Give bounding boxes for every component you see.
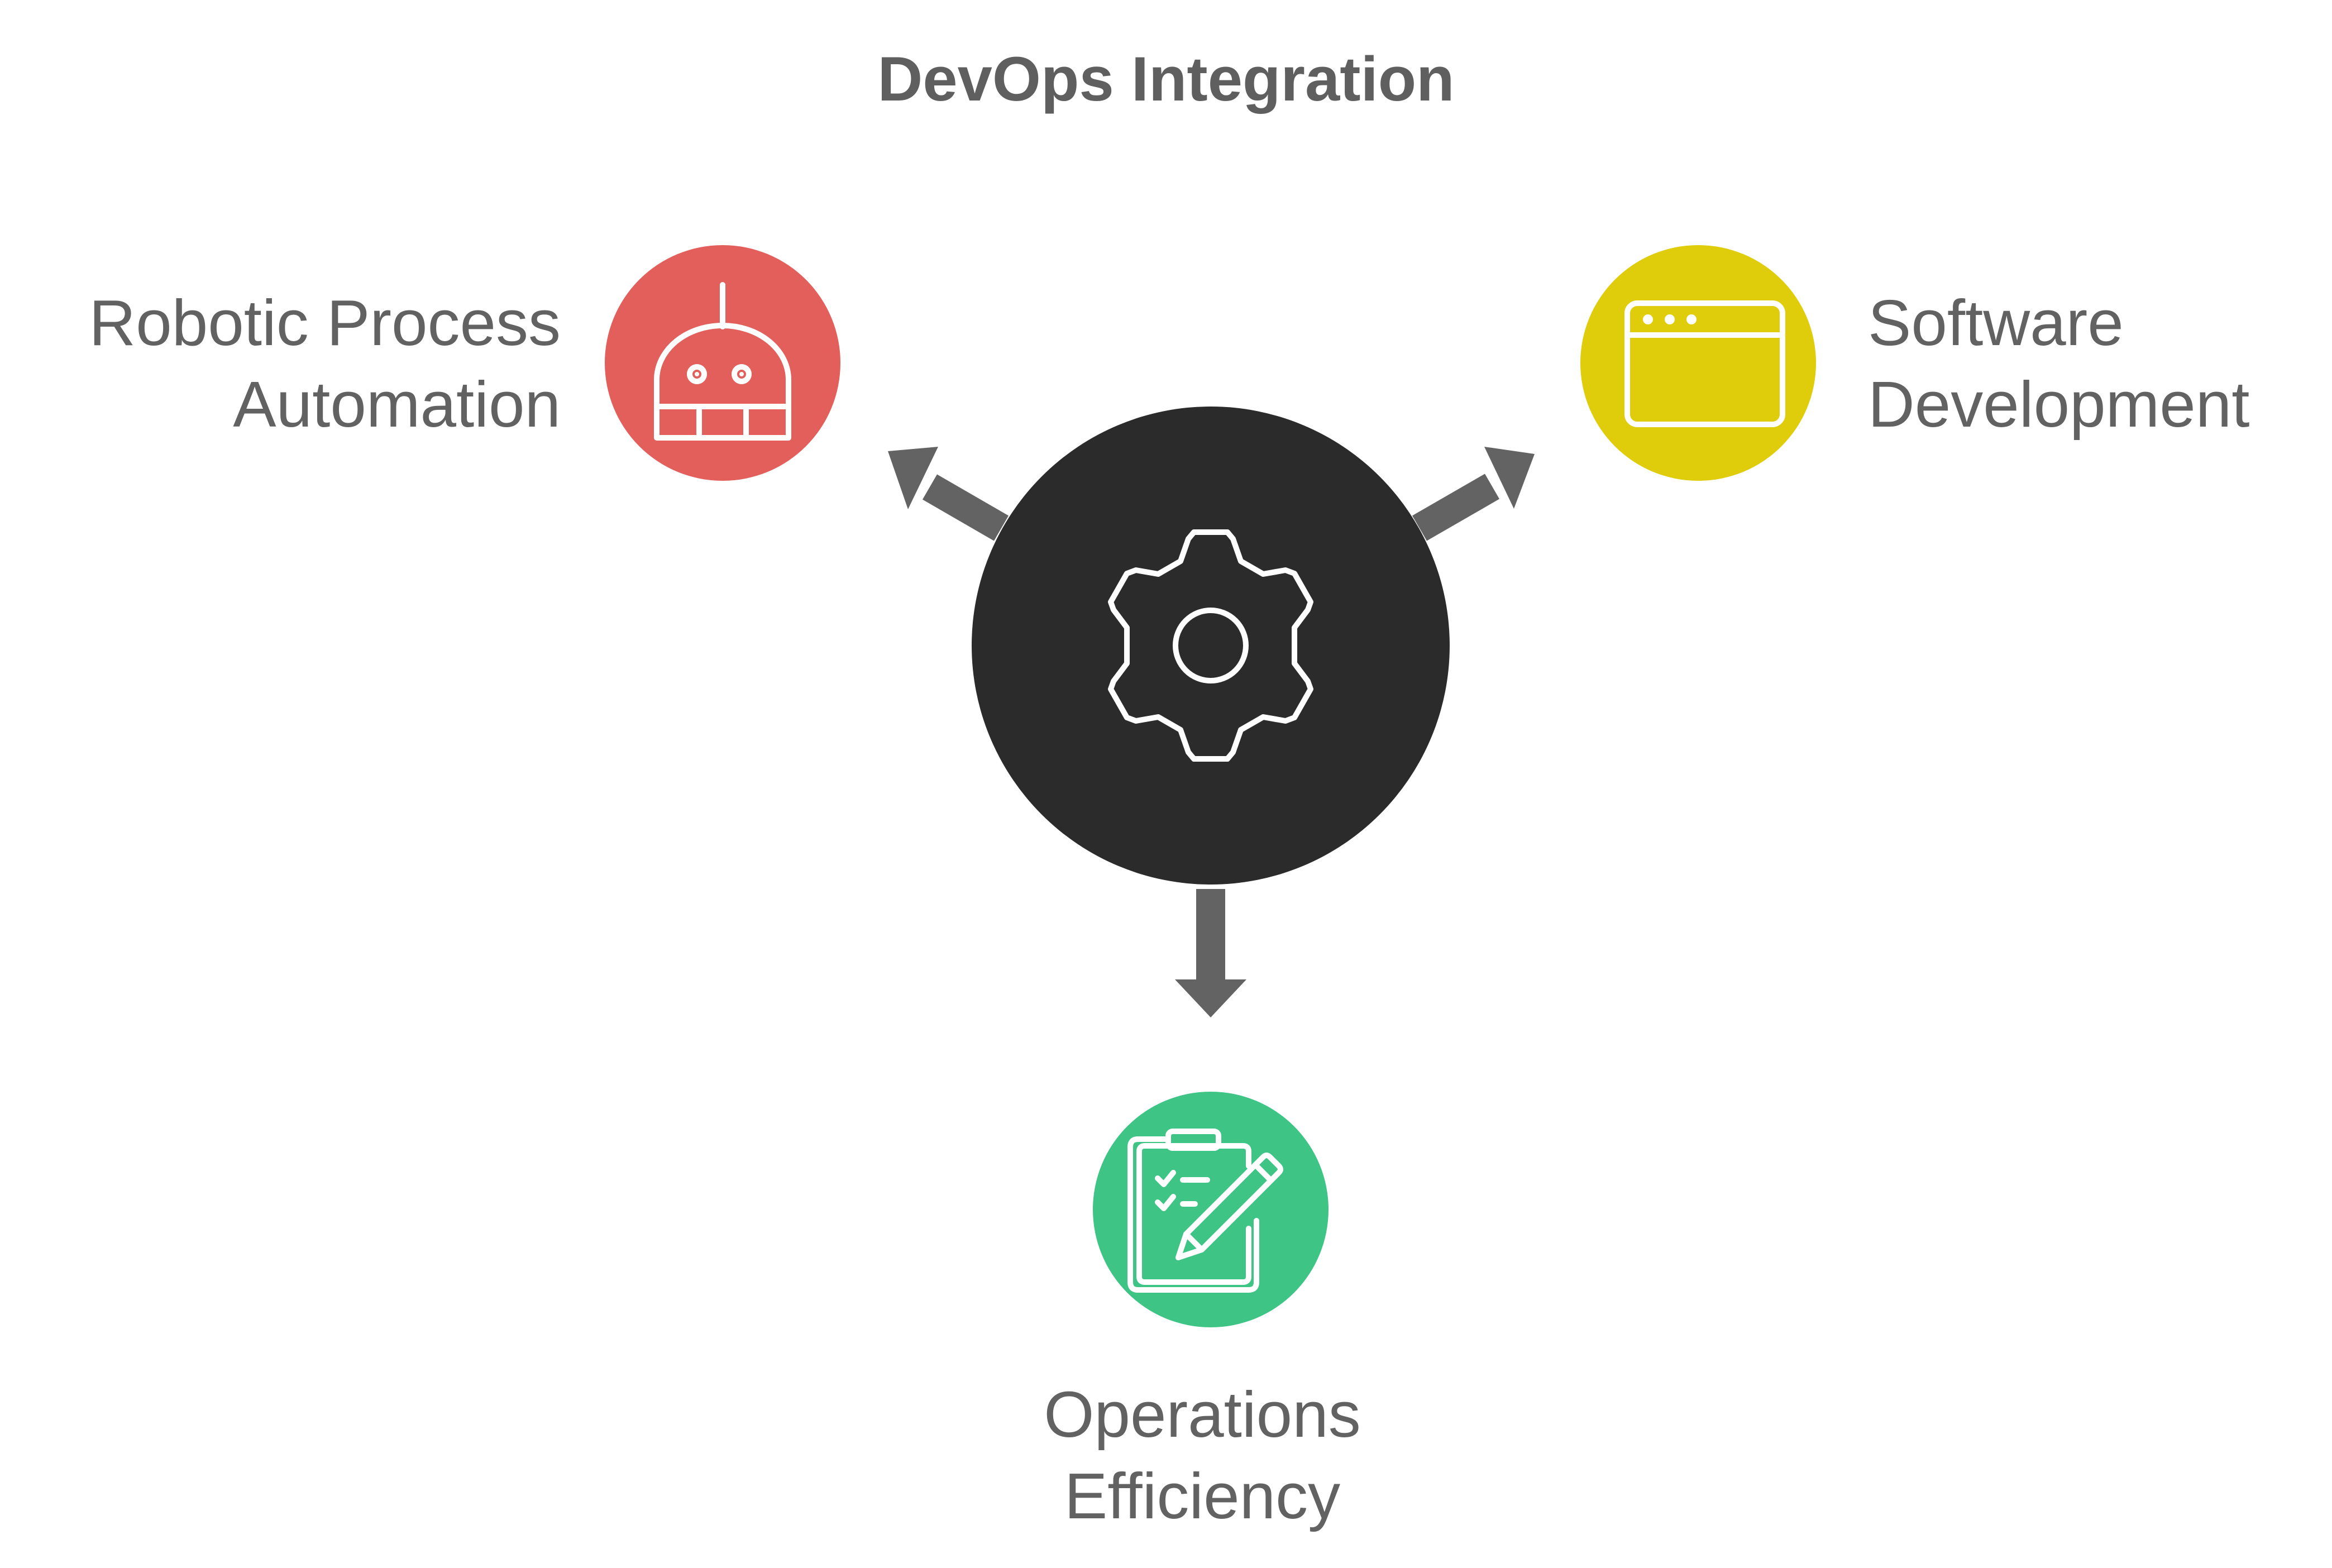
- gear-icon: [1108, 529, 1313, 762]
- label-rpa: Robotic Process Automation: [89, 282, 561, 445]
- browser-window-icon: [1624, 300, 1785, 427]
- diagram-title: DevOps Integration: [877, 44, 1455, 114]
- arrow-to-operations-efficiency: [1175, 889, 1246, 1017]
- clipboard-checklist-icon: [1127, 1129, 1283, 1293]
- node-rpa: [605, 245, 840, 481]
- label-operations-efficiency-line-2: Efficiency: [1064, 1460, 1341, 1532]
- label-operations-efficiency: Operations Efficiency: [998, 1374, 1406, 1537]
- label-rpa-line-1: Robotic Process: [89, 286, 561, 359]
- arrow-to-software-development: [1412, 447, 1535, 541]
- label-rpa-line-2: Automation: [233, 368, 561, 441]
- label-operations-efficiency-line-1: Operations: [1044, 1378, 1361, 1451]
- label-software-development: Software Development: [1868, 282, 2249, 445]
- node-software-development: [1580, 245, 1816, 481]
- label-software-development-line-2: Development: [1868, 368, 2250, 441]
- hub-node: [972, 407, 1450, 885]
- robot-icon: [654, 282, 791, 441]
- arrow-to-rpa: [888, 447, 1009, 541]
- node-operations-efficiency: [1093, 1092, 1329, 1327]
- label-software-development-line-1: Software: [1868, 286, 2124, 359]
